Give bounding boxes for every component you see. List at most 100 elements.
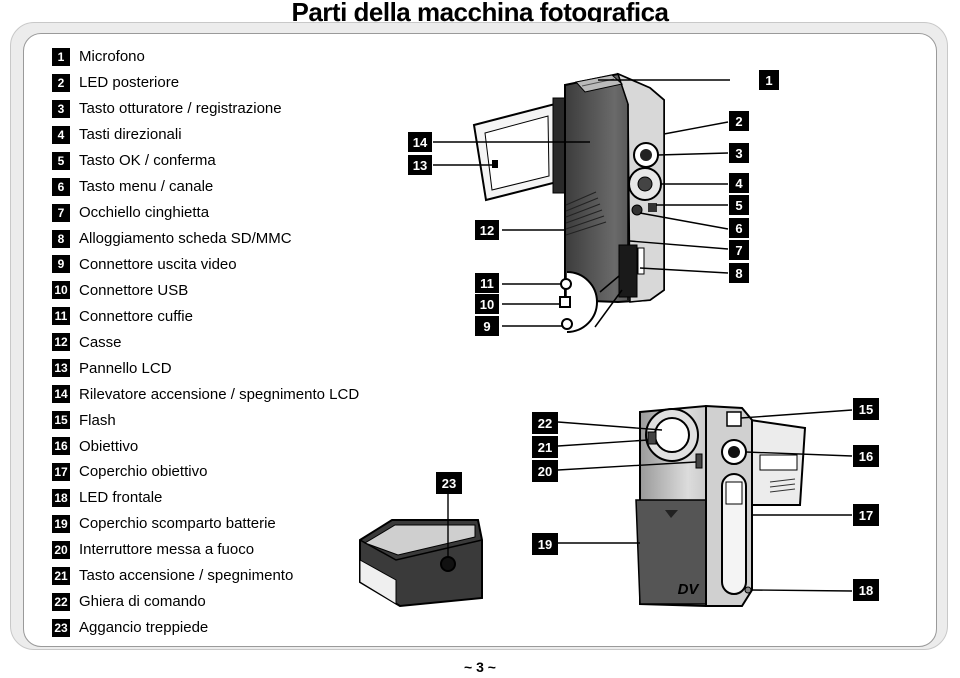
list-item: 22 Ghiera di comando <box>52 589 359 615</box>
part-number-badge: 13 <box>52 359 70 378</box>
part-number-badge: 8 <box>52 229 70 248</box>
callout-number: 18 <box>859 583 873 598</box>
callout-number: 16 <box>859 449 873 464</box>
part-label: Tasto OK / conferma <box>79 152 216 170</box>
callout-number: 11 <box>480 276 494 291</box>
part-number-badge: 11 <box>52 307 70 326</box>
part-label: LED posteriore <box>79 74 180 92</box>
callout-badge: 7 <box>729 240 749 260</box>
callout-badge: 19 <box>532 533 558 555</box>
part-label: Interruttore messa a fuoco <box>79 541 255 559</box>
callout-number: 20 <box>538 464 552 479</box>
callout-badge: 12 <box>475 220 499 240</box>
callout-badge: 17 <box>853 504 879 526</box>
part-label: Coperchio scomparto batterie <box>79 515 276 533</box>
callout-badge: 5 <box>729 195 749 215</box>
part-number-badge: 1 <box>52 47 70 66</box>
callout-badge: 13 <box>408 155 432 175</box>
part-number-badge: 18 <box>52 488 70 507</box>
part-label: Obiettivo <box>79 437 139 455</box>
callout-number: 13 <box>413 158 427 173</box>
callout-number: 10 <box>480 297 494 312</box>
callout-badge: 21 <box>532 436 558 458</box>
callout-badge: 23 <box>436 472 462 494</box>
part-label: Tasto menu / canale <box>79 178 214 196</box>
part-number-badge: 7 <box>52 203 70 222</box>
part-label: Connettore uscita video <box>79 255 237 273</box>
part-label: Tasto accensione / spegnimento <box>79 567 294 585</box>
part-number-badge: 23 <box>52 618 70 637</box>
callout-number: 14 <box>413 135 428 150</box>
part-number-badge: 19 <box>52 514 70 533</box>
part-number-badge: 14 <box>52 385 70 404</box>
callout-number: 4 <box>735 176 743 191</box>
callout-badge: 14 <box>408 132 432 152</box>
list-item: 6 Tasto menu / canale <box>52 174 359 200</box>
part-number-badge: 17 <box>52 462 70 481</box>
part-number-badge: 6 <box>52 177 70 196</box>
list-item: 16 Obiettivo <box>52 433 359 459</box>
callout-number: 15 <box>859 402 873 417</box>
callout-badge: 11 <box>475 273 499 293</box>
callout-badge: 8 <box>729 263 749 283</box>
list-item: 23 Aggancio treppiede <box>52 615 359 641</box>
callout-badge: 16 <box>853 445 879 467</box>
list-item: 21 Tasto accensione / spegnimento <box>52 563 359 589</box>
callout-badge: 9 <box>475 316 499 336</box>
callout-number: 8 <box>735 266 742 281</box>
callouts: 1 2 3 4 5 6 7 8 9 10 11 12 13 14 15 16 1… <box>408 70 879 601</box>
part-label: Flash <box>79 411 116 429</box>
callout-number: 22 <box>538 416 552 431</box>
dv-logo: DV <box>678 581 701 598</box>
list-item: 3 Tasto otturatore / registrazione <box>52 96 359 122</box>
callout-badge: 10 <box>475 294 499 314</box>
callout-badge: 20 <box>532 460 558 482</box>
callout-number: 12 <box>480 223 494 238</box>
part-label: Alloggiamento scheda SD/MMC <box>79 230 292 248</box>
callout-badge: 18 <box>853 579 879 601</box>
callout-badge: 2 <box>729 111 749 131</box>
part-number-badge: 4 <box>52 125 70 144</box>
part-number-badge: 15 <box>52 411 70 430</box>
part-label: Connettore cuffie <box>79 307 193 325</box>
callout-badge: 1 <box>759 70 779 90</box>
camera-bottom-view <box>359 519 483 608</box>
part-number-badge: 21 <box>52 566 70 585</box>
callout-badge: 22 <box>532 412 558 434</box>
callout-number: 2 <box>735 114 742 129</box>
list-item: 2 LED posteriore <box>52 70 359 96</box>
parts-list: 1 Microfono 2 LED posteriore 3 Tasto ottura… <box>52 44 359 641</box>
part-number-badge: 3 <box>52 99 70 118</box>
part-label: Ghiera di comando <box>79 593 206 611</box>
callout-badge: 6 <box>729 218 749 238</box>
part-number-badge: 16 <box>52 437 70 456</box>
part-number-badge: 2 <box>52 73 70 92</box>
list-item: 17 Coperchio obiettivo <box>52 459 359 485</box>
camera-rear-view <box>472 72 665 333</box>
callout-number: 6 <box>735 221 742 236</box>
page-number: ~ 3 ~ <box>464 659 496 675</box>
part-label: Coperchio obiettivo <box>79 463 208 481</box>
part-number-badge: 10 <box>52 281 70 300</box>
part-label: Tasto otturatore / registrazione <box>79 100 282 118</box>
callout-number: 23 <box>442 476 456 491</box>
callout-badge: 4 <box>729 173 749 193</box>
camera-front-view: DV <box>635 404 807 608</box>
part-label: Aggancio treppiede <box>79 619 209 637</box>
callout-number: 9 <box>483 319 490 334</box>
list-item: 1 Microfono <box>52 44 359 70</box>
callout-number: 5 <box>735 198 742 213</box>
part-label: Microfono <box>79 48 145 66</box>
callout-number: 21 <box>538 440 552 455</box>
part-number-badge: 20 <box>52 540 70 559</box>
callout-number: 17 <box>859 508 873 523</box>
part-number-badge: 22 <box>52 592 70 611</box>
